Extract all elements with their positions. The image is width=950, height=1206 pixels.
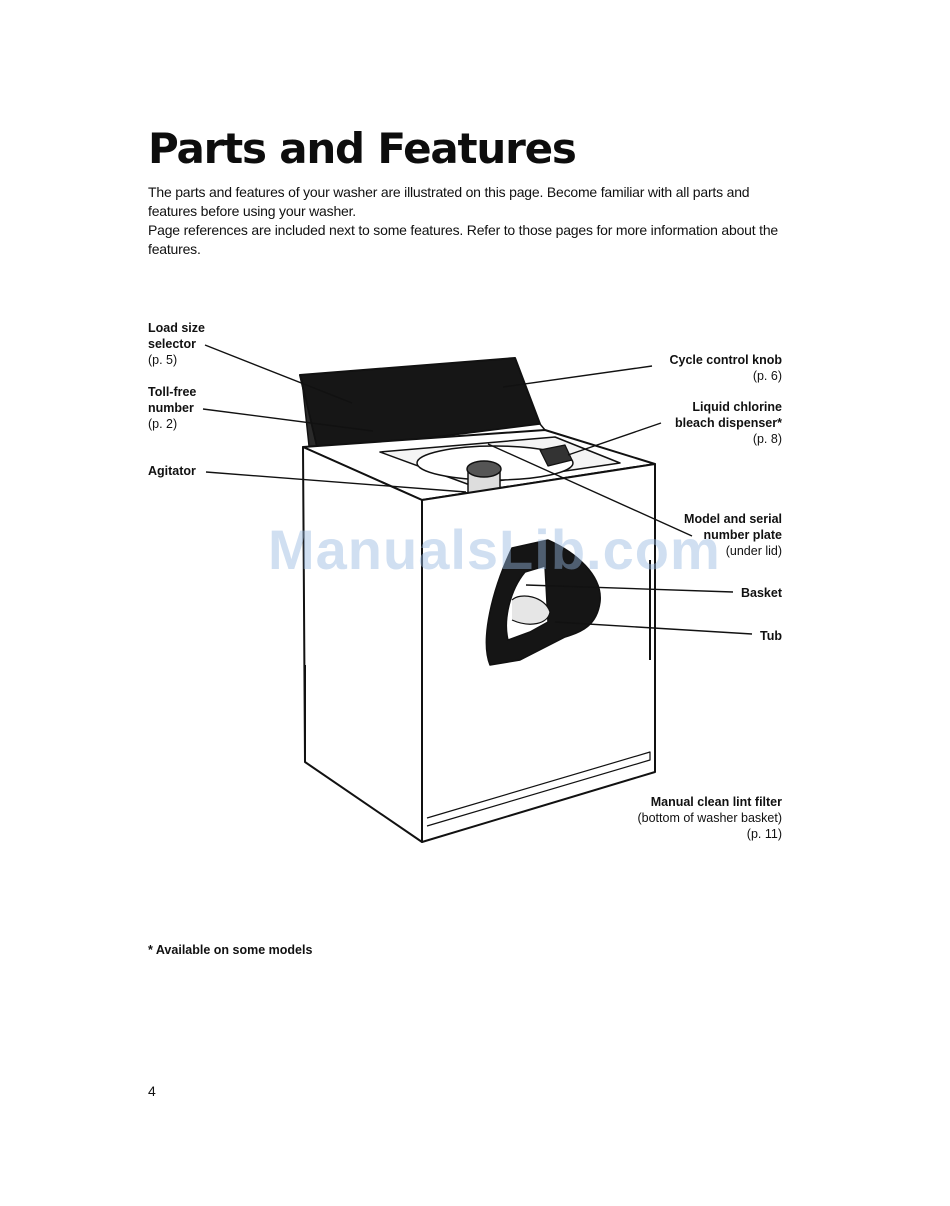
label-tub: Tub [760,629,782,643]
cabinet-side [302,446,423,843]
label-toll-free-number: Toll-free number (p. 2) [148,385,197,431]
bleach-dispenser [539,444,573,467]
label-lint-filter: Manual clean lint filter (bottom of wash… [637,795,782,841]
page-title: Parts and Features [148,124,577,173]
footnote: * Available on some models [148,943,313,957]
intro-paragraph-2: Page references are included next to som… [148,222,778,257]
page-number: 4 [148,1083,156,1099]
label-cycle-control-knob: Cycle control knob (p. 6) [669,353,782,383]
basket-rim [511,595,551,625]
label-model-serial-plate: Model and serial number plate (under lid… [684,512,782,558]
label-bleach-dispenser: Liquid chlorine bleach dispenser* (p. 8) [675,400,782,446]
label-basket: Basket [741,586,782,600]
kick-plate [426,751,651,827]
intro-paragraph-1: The parts and features of your washer ar… [148,184,750,219]
label-load-size-selector: Load size selector (p. 5) [148,321,205,367]
leader-lines [202,344,753,635]
intro-text: The parts and features of your washer ar… [148,183,788,259]
label-agitator: Agitator [148,464,196,478]
agitator-cap [466,460,502,478]
